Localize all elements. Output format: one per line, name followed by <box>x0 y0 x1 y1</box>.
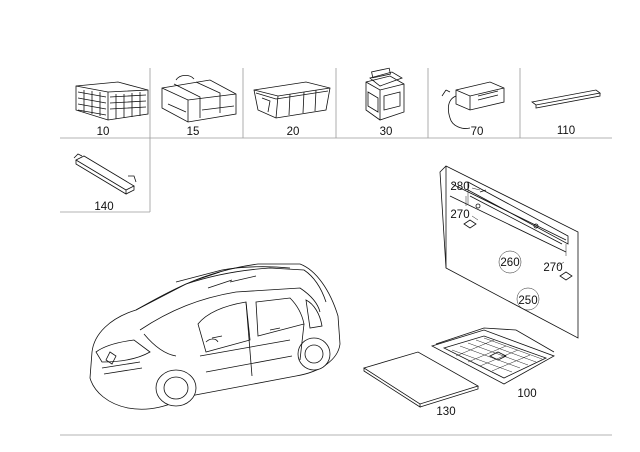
part-20-bin[interactable] <box>253 81 331 119</box>
part-110-bar[interactable] <box>531 89 601 109</box>
label-part-100: 100 <box>517 388 536 400</box>
label-part-20: 20 <box>287 126 300 138</box>
part-10-crate[interactable] <box>75 81 149 121</box>
label-part-15: 15 <box>187 126 200 138</box>
part-30-coolbox[interactable] <box>365 67 405 121</box>
part-250-net-partition[interactable] <box>439 165 579 339</box>
label-part-110: 110 <box>557 125 575 137</box>
label-part-250: 250 <box>518 295 537 307</box>
part-70-power-unit[interactable] <box>441 81 505 129</box>
catalog-grid <box>60 68 612 436</box>
label-part-130: 130 <box>436 406 455 418</box>
part-100-floor-tray[interactable] <box>430 327 555 385</box>
callout-circle-250 <box>516 287 540 311</box>
leader-lines <box>471 187 565 267</box>
part-15-organizer[interactable] <box>161 74 237 123</box>
label-part-30: 30 <box>380 126 393 138</box>
label-part-70: 70 <box>471 126 484 138</box>
label-part-270-upper: 270 <box>450 209 469 221</box>
callout-circle-260 <box>498 250 522 274</box>
part-140-rail[interactable] <box>73 153 137 195</box>
label-part-280: 280 <box>450 181 469 193</box>
label-part-260: 260 <box>500 257 519 269</box>
part-130-mat[interactable] <box>363 351 480 408</box>
vehicle-illustration <box>89 263 341 410</box>
label-part-270-lower: 270 <box>543 262 562 274</box>
label-part-140: 140 <box>94 201 113 213</box>
label-part-10: 10 <box>97 126 110 138</box>
